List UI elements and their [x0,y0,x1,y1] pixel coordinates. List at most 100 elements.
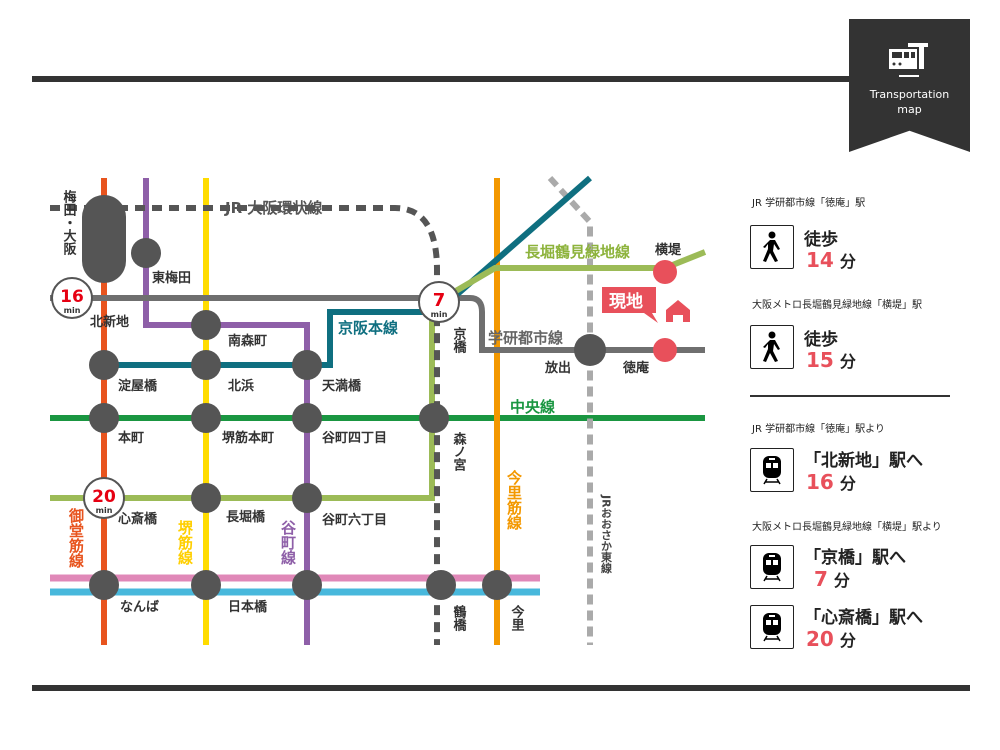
home-icon [666,300,690,322]
station-nagahoribashi [191,483,221,513]
label-sakaisuji: 堺筋線 [176,519,194,566]
line-jr-tozai [50,295,705,353]
label-nipponbashi: 日本橋 [228,599,268,615]
time-badge-kyobashi [418,281,460,323]
time-badge-value: 20 [92,487,116,507]
station-yokozutsumi [653,260,677,284]
bottom-rule [32,685,970,691]
walk-caption-yokozutsumi: 大阪メトロ長堀鶴見緑地線「横堤」駅 [752,300,922,311]
train-station-icon [889,43,928,69]
minutes-unit: 分 [839,631,856,650]
station-sakaisuji-honmachi [191,403,221,433]
time-badge-value: 16 [60,287,84,307]
train-destination: 「心斎橋」駅へ [804,608,923,628]
walking-person-icon [750,325,794,369]
station-imazato [482,570,512,600]
route-map: 現地 16 min 7 min 20 min JR 大阪環状線 京阪本線 長堀鶴… [50,175,707,645]
station-tanimachi6 [292,483,322,513]
label-tokuan: 徳庵 [622,360,650,376]
line-jr-higashi [547,175,593,645]
station-tokuan [653,338,677,362]
label-tsuruhashi: 鶴橋 [451,604,467,632]
station-umeda [82,195,126,283]
label-nagahori: 長堀鶴見緑地線 [525,243,630,261]
label-higashi-umeda: 東梅田 [152,270,191,286]
train-minutes: 16 分 [806,470,856,494]
station-namba [89,570,119,600]
time-badge-value: 7 [433,290,446,311]
label-honmachi: 本町 [118,430,144,446]
label-morinomiya: 森ノ宮 [451,431,467,471]
label-keihan: 京阪本線 [338,319,398,337]
train-caption-yokozutsumi: 大阪メトロ長堀鶴見緑地線「横堤」駅より [752,522,942,533]
station-kitahama [191,350,221,380]
badge-title-line1: Transportation [869,88,950,101]
label-jr-higashi: JRおおさか東線 [600,494,613,574]
station-minamimorimachi [191,310,221,340]
minutes-unit: 分 [833,571,850,590]
walk-minutes: 14 分 [806,248,856,272]
label-kitahama: 北浜 [228,378,254,394]
train-minutes-value: 16 [806,470,834,494]
train-destination: 「京橋」駅へ [804,548,906,568]
train-minutes: 20 分 [806,627,856,651]
minutes-unit: 分 [839,252,856,271]
label-tenmabashi: 天満橋 [322,378,362,394]
walk-minutes-value: 15 [806,348,834,372]
label-imazato-line: 今里筋線 [505,469,523,531]
label-sakaisuji-honmachi: 堺筋本町 [222,430,274,446]
minutes-unit: 分 [839,352,856,371]
station-tenmabashi [292,350,322,380]
badge-title-line2: map [897,103,922,116]
label-nagahoribashi: 長堀橋 [226,509,266,525]
time-badge-shinsaibashi [83,477,125,519]
walk-caption-tokuan: JR 学研都市線「徳庵」駅 [752,198,866,209]
time-badge-unit: min [96,506,113,515]
walk-label: 徒歩 [804,330,838,350]
minutes-unit: 分 [839,474,856,493]
walk-label: 徒歩 [804,230,838,250]
badge-divider [899,75,919,77]
time-badge-kitashinchi [51,277,93,319]
label-gakken: 学研都市線 [488,329,563,347]
train-icon [750,448,794,492]
time-badge-unit: min [64,306,81,315]
train-caption-tokuan: JR 学研都市線「徳庵」駅より [752,424,885,435]
train-icon [750,605,794,649]
station-tanimachi9 [292,570,322,600]
label-chuo: 中央線 [510,398,555,416]
label-tanimachi6: 谷町六丁目 [322,512,387,528]
label-kitashinchi: 北新地 [90,314,129,330]
panel-divider [750,395,950,397]
line-jr-loop [50,205,440,645]
station-tanimachi4 [292,403,322,433]
label-umeda: 梅田・大阪 [61,189,77,256]
station-hanaten [574,334,606,366]
label-namba: なんば [120,600,159,615]
station-nipponbashi [191,570,221,600]
label-tanimachi: 谷町線 [279,520,297,566]
label-kyobashi: 京橋 [451,326,467,354]
time-badge-unit: min [431,310,448,319]
train-minutes-value: 7 [814,567,828,591]
label-hanaten: 放出 [544,360,571,376]
transportation-map-badge: Transportation map [849,19,970,152]
station-morinomiya [419,403,449,433]
walk-minutes-value: 14 [806,248,834,272]
station-yodoyabashi [89,350,119,380]
line-keihan [104,175,592,368]
label-yokozutsumi: 横堤 [655,242,682,258]
train-minutes-value: 20 [806,627,834,651]
label-yodoyabashi: 淀屋橋 [118,378,158,394]
label-tanimachi4: 谷町四丁目 [322,430,387,446]
train-icon [750,545,794,589]
walk-minutes: 15 分 [806,348,856,372]
label-jr-loop: JR 大阪環状線 [224,199,322,217]
site-label: 現地 [609,291,643,312]
site-marker: 現地 [602,287,690,323]
station-higashi-umeda [131,238,161,268]
label-midosuji: 御堂筋線 [67,507,85,569]
walking-person-icon [750,225,794,269]
label-shinsaibashi: 心斎橋 [118,511,158,527]
